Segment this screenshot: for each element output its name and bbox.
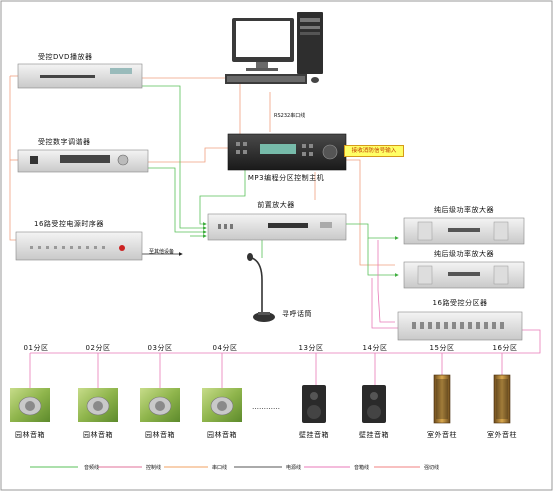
zone-label: 16分区 [492,344,518,352]
speaker-label: 室外音柱 [427,431,457,439]
dvd-device [17,63,143,89]
host-label: MP3编程分区控制主机 [247,174,325,182]
zone-label: 02分区 [85,344,111,352]
host-device [227,133,347,171]
zone-label: 13分区 [298,344,324,352]
column-speaker-2 [493,374,511,424]
ellipsis: ………… [252,403,280,411]
legend-label: 串口线 [212,465,228,471]
speaker-label: 壁挂音箱 [359,431,389,439]
speaker-label: 园林音箱 [207,431,237,439]
poweramp1-device [403,217,525,245]
tuner-label: 受控数字调谐器 [38,138,91,146]
zoner-device [397,311,523,341]
zone-label: 14分区 [362,344,388,352]
legend-label: 控制线 [146,465,162,471]
speaker-label: 园林音箱 [15,431,45,439]
legend-label: 电源线 [286,465,302,471]
other-equipment-label: 至其他设备 [149,249,175,255]
legend-label: 音箱线 [354,465,370,471]
sequencer-label: 16路受控电源时序器 [34,220,104,228]
microphone [247,253,275,322]
mic-label: 寻呼话筒 [282,310,312,318]
rs232-label: RS232串口线 [274,113,306,119]
legend-label: 音频线 [84,465,100,471]
garden-speaker-2 [78,388,118,422]
dvd-label: 受控DVD播放器 [38,53,93,61]
zone-label: 01分区 [23,344,49,352]
column-speaker-1 [433,374,451,424]
poweramp1-label: 纯后级功率放大器 [434,206,494,214]
preamp-device [207,213,347,241]
garden-speaker-4 [202,388,242,422]
legend-label: 强切线 [424,465,440,471]
speaker-label: 壁挂音箱 [299,431,329,439]
zone-label: 15分区 [429,344,455,352]
speaker-lines [29,240,541,388]
zoner-label: 16路受控分区器 [432,299,488,307]
poweramp2-device [403,261,525,289]
garden-speaker-1 [10,388,50,422]
sequencer-device [15,231,143,261]
poweramp2-label: 纯后级功率放大器 [434,250,494,258]
preamp-label: 前置放大器 [257,201,295,209]
wall-speaker-1 [302,385,326,423]
zone-label: 04分区 [212,344,238,352]
speaker-label: 园林音箱 [145,431,175,439]
wall-speaker-2 [362,385,386,423]
fire-input-label: 接收消防信号输入 [344,145,404,157]
zone-label: 03分区 [147,344,173,352]
tuner-device [17,149,149,173]
speaker-label: 室外音柱 [487,431,517,439]
garden-speaker-3 [140,388,180,422]
computer [225,12,323,84]
speaker-label: 园林音箱 [83,431,113,439]
